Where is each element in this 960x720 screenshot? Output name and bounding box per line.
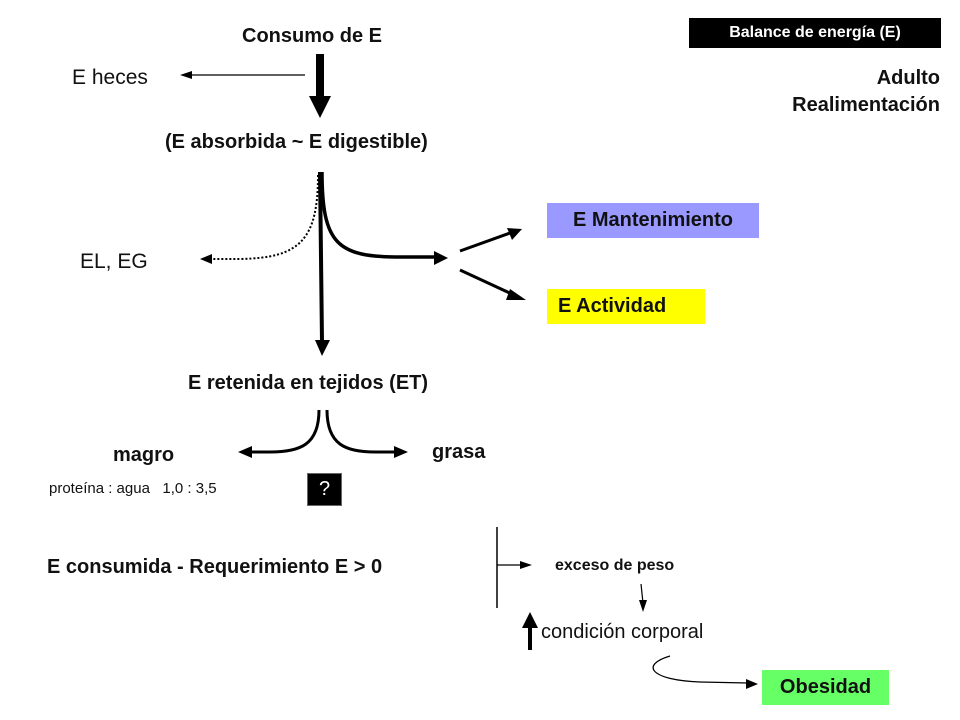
node-grasa: grasa: [432, 441, 486, 463]
node-actividad: E Actividad: [547, 289, 705, 324]
arrow-consumo-to-absorbida: [309, 54, 331, 118]
node-balance: E consumida - Requerimiento E > 0: [47, 556, 383, 578]
node-consumo: Consumo de E: [242, 25, 383, 47]
node-el-eg: EL, EG: [80, 250, 148, 273]
title-badge: Balance de energía (E): [689, 18, 941, 48]
arrow-to-obesidad: [652, 655, 758, 689]
arrow-to-heces: [180, 71, 305, 79]
node-mantenimiento: E Mantenimiento: [547, 203, 759, 238]
node-obesidad: Obesidad: [762, 670, 889, 705]
node-retenida: E retenida en tejidos (ET): [188, 372, 429, 394]
node-exceso: exceso de peso: [555, 557, 675, 574]
arrow-to-right-branch: [320, 171, 448, 265]
arrow-to-actividad: [459, 268, 526, 300]
arrow-to-retenida: [315, 171, 330, 356]
context-realimentacion: Realimentación: [792, 94, 940, 116]
node-condicion: condición corporal: [541, 621, 704, 643]
arrow-to-el-eg: [200, 174, 319, 264]
question-box: ?: [307, 473, 342, 506]
arrow-to-magro: [238, 409, 321, 458]
arrow-to-grasa: [325, 409, 408, 458]
balance-bracket: [496, 527, 532, 608]
node-magro: magro: [113, 444, 175, 466]
arrow-exceso-to-condicion: [639, 583, 647, 612]
node-heces: E heces: [72, 66, 148, 89]
arrow-to-mantenimiento: [459, 228, 522, 253]
context-adulto: Adulto: [876, 67, 940, 89]
node-proteina-agua: proteína : agua 1,0 : 3,5: [49, 480, 217, 497]
arrow-up-icon: [522, 612, 538, 650]
node-absorbida: (E absorbida ~ E digestible): [165, 131, 428, 153]
